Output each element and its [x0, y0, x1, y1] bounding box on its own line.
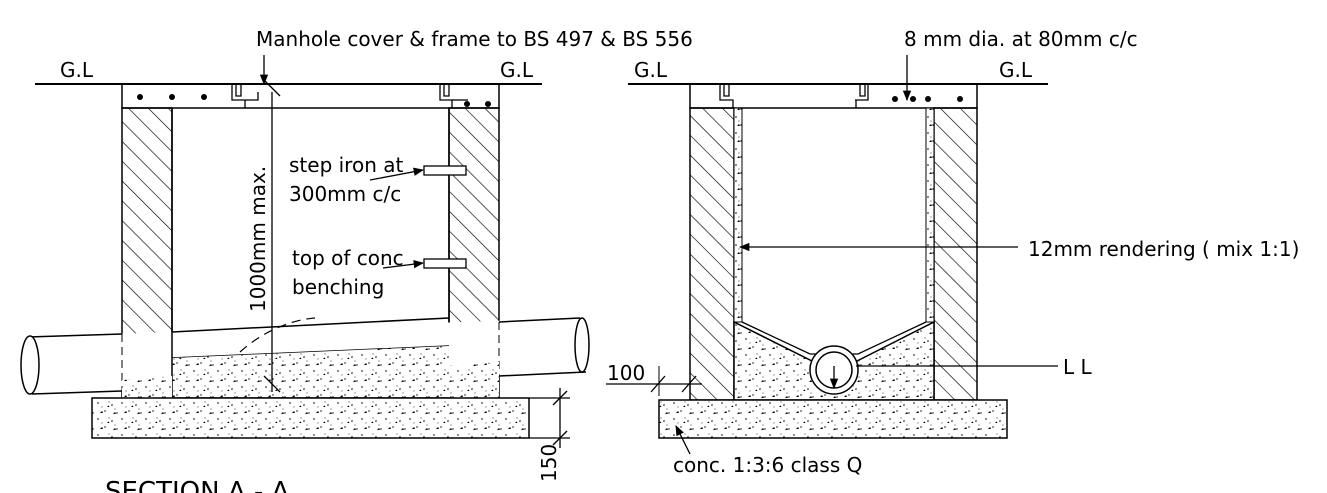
gl-label-left-2: G.L [500, 58, 534, 82]
rendering-label: 12mm rendering ( mix 1:1) [1028, 237, 1299, 261]
step-iron-label-2: 300mm c/c [289, 182, 401, 206]
slab-rebar-right [892, 96, 963, 102]
dim-150 [529, 388, 570, 448]
manhole-frame-left [231, 84, 468, 108]
dim-100-label: 100 [607, 361, 645, 385]
top-conc-label-2: benching [292, 275, 384, 299]
step-iron-1 [423, 165, 467, 176]
top-conc-label-1: top of conc [292, 246, 404, 270]
slab-rebar-left [137, 94, 491, 107]
gl-label-right-2: G.L [999, 58, 1033, 82]
section-title: SECTION A - A [105, 477, 290, 493]
step-iron-label-1: step iron at [289, 153, 403, 177]
ll-label: L L [1063, 355, 1093, 379]
section-a-a [20, 55, 590, 448]
step-iron-2 [423, 258, 467, 269]
depth-dimension-label: 1000mm max. [246, 166, 270, 312]
cover-slab-right [689, 83, 978, 109]
gl-label-right-1: G.L [634, 58, 668, 82]
manhole-frame-right [719, 84, 869, 108]
right-wall-b [933, 107, 978, 401]
manhole-cover-label: Manhole cover & frame to BS 497 & BS 556 [256, 27, 693, 51]
concrete-label: conc. 1:3:6 class Q [673, 453, 862, 477]
dim-150-label: 150 [537, 444, 561, 482]
pipe-left [20, 317, 590, 399]
dim-100 [606, 366, 702, 396]
base-slab-left [91, 397, 530, 439]
reinforcement-label: 8 mm dia. at 80mm c/c [904, 27, 1138, 51]
left-wall-b [689, 107, 735, 401]
base-slab-right [658, 399, 1008, 439]
gl-label-left-1: G.L [60, 58, 94, 82]
cover-slab-left [121, 83, 500, 109]
cross-section [606, 55, 1058, 455]
